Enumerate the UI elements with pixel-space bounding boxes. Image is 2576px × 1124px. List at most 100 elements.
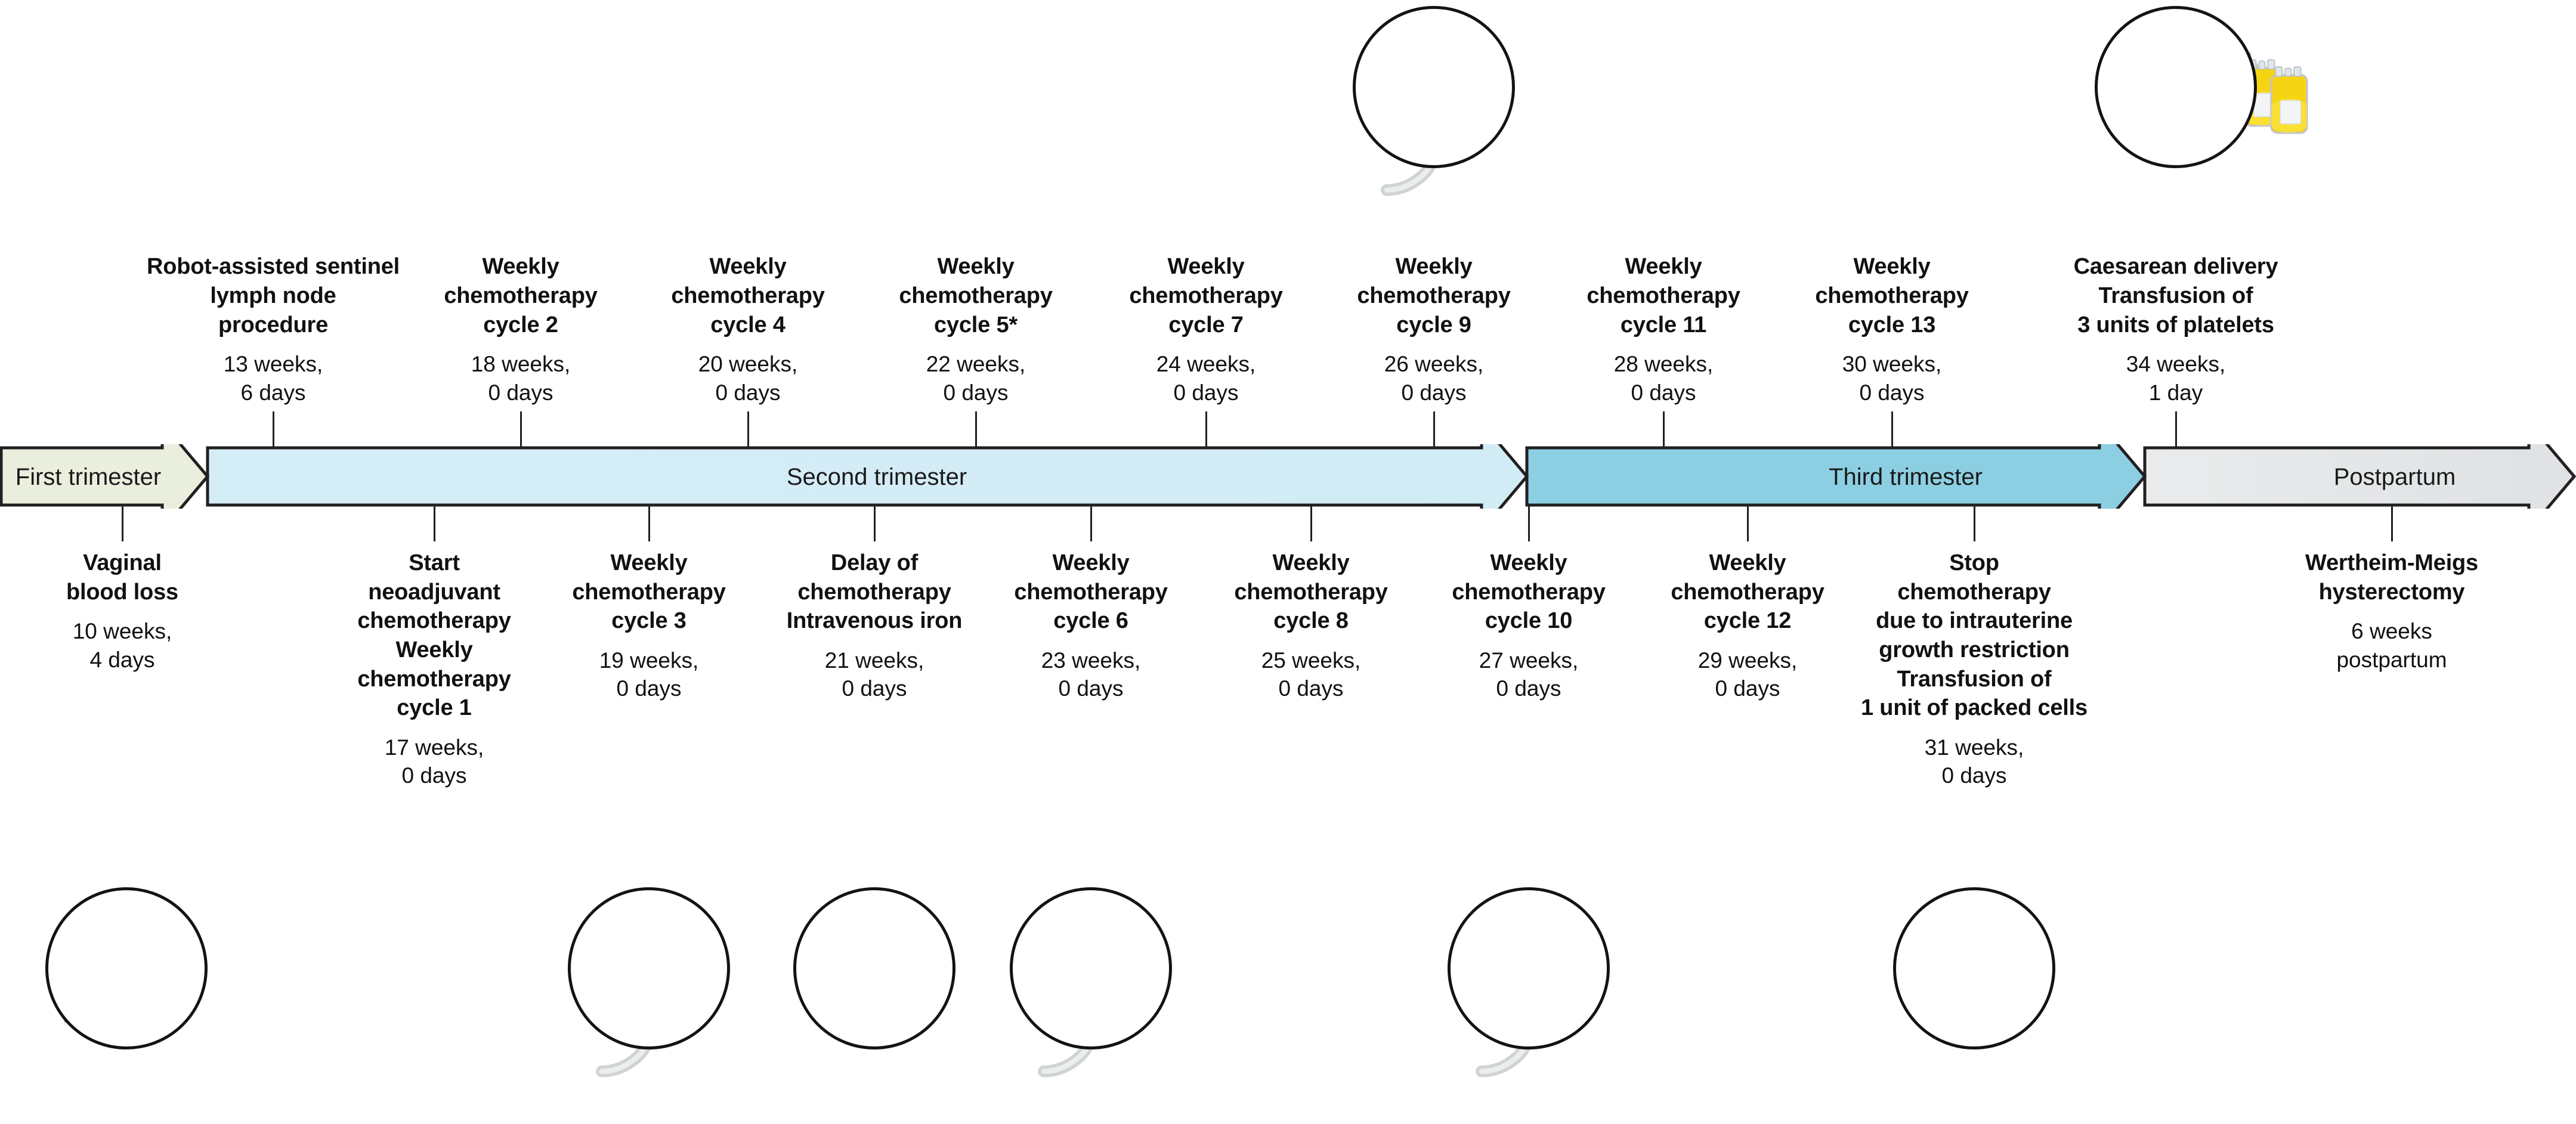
event-title-line: Start [409, 550, 460, 575]
tick-mark-down [434, 506, 435, 541]
icon-circle-outline [793, 887, 955, 1049]
event-title-line: Weekly [1625, 254, 1702, 280]
tick-mark-up [2175, 411, 2177, 447]
event-title-line: 3 units of platelets [2077, 312, 2274, 337]
event-date: 24 weeks,0 days [1069, 350, 1343, 407]
event-title-line: Weekly [1272, 550, 1350, 575]
event-date: 23 weeks, 0 days [954, 646, 1228, 703]
event-date-line: 34 weeks, [2126, 352, 2226, 377]
icon-circle-outline [1448, 887, 1610, 1049]
segment-label-first-trimester: First trimester [16, 464, 161, 490]
tick-mark-down [648, 506, 650, 541]
event-title-line: Delay of [830, 550, 919, 575]
event-title-line: Weekly [395, 637, 473, 662]
event-date-line: postpartum [2336, 647, 2447, 672]
event-date-line: 22 weeks, [926, 352, 1026, 377]
event-date-line: 0 days [1631, 380, 1696, 405]
event-date-line: 20 weeks, [698, 352, 798, 377]
event-title-line: Weekly [1490, 550, 1567, 575]
event-title-line: cycle 6 [1053, 608, 1128, 634]
event-date-line: 0 days [616, 676, 682, 701]
event-title-line: Weekly [1052, 550, 1130, 575]
segment-label-third-trimester: Third trimester [1829, 464, 1983, 490]
event-date-line: 0 days [1058, 676, 1124, 701]
tick-mark-up [1663, 411, 1665, 447]
event-title-line: cycle 9 [1396, 312, 1471, 337]
event-date: 19 weeks, 0 days [512, 646, 786, 703]
event-date-line: 0 days [715, 380, 781, 405]
event-date-line: 30 weeks, [1842, 352, 1942, 377]
event-title-line: cycle 8 [1273, 608, 1349, 634]
event-date: 34 weeks,1 day [2039, 350, 2313, 407]
tick-mark-down [1310, 506, 1312, 541]
tick-mark-up [1891, 411, 1893, 447]
event-date-line: 0 days [1278, 676, 1344, 701]
tick-mark-up [747, 411, 749, 447]
event-title-line: chemotherapy [797, 579, 951, 605]
event-date: 29 weeks,0 days [1610, 646, 1885, 703]
icon-circle-outline [1353, 6, 1515, 168]
event-title-line: cycle 13 [1848, 312, 1936, 337]
event-title-line: chemotherapy [444, 283, 598, 309]
tick-mark-up [273, 411, 274, 447]
event-date: 31 weeks,0 days [1837, 733, 2111, 790]
event-date: 22 weeks,0 days [839, 350, 1113, 407]
clinical-timeline-figure: First trimester Second trimester Third t… [0, 6, 2576, 1077]
event-date: 28 weeks,0 days [1526, 350, 1801, 407]
event-date-line: 6 days [240, 380, 306, 405]
event-date-line: 19 weeks, [599, 648, 699, 673]
ultrasound-probe-icon [568, 887, 730, 1077]
ultrasound-probe-icon [1010, 887, 1172, 1077]
icon-circle-outline [1010, 887, 1172, 1049]
ultrasound-probe-icon [1448, 887, 1610, 1077]
event-date-line: 0 days [488, 380, 553, 405]
event-date-line: 13 weeks, [223, 352, 323, 377]
event-title-line: chemotherapy [1587, 283, 1740, 309]
event-title-line: growth restriction [1879, 637, 2070, 662]
ultrasound-probe-icon [1353, 6, 1515, 196]
blood-transfusion-icon [1893, 887, 2055, 1049]
tick-mark-up [520, 411, 522, 447]
event-title-line: Weekly [1853, 254, 1931, 280]
event-title: Weekly chemotherapy cycle 8 [1174, 549, 1448, 636]
event-title-line: Stop [1949, 550, 1999, 575]
mri-platelets-icon [2095, 6, 2308, 168]
event-title-line: Intravenous iron [786, 608, 963, 634]
event-chemo-cycle-8: Weekly chemotherapy cycle 8 25 weeks, 0 days [1174, 549, 1448, 703]
event-date-line: 23 weeks, [1041, 648, 1141, 673]
event-date-line: 25 weeks, [1261, 648, 1361, 673]
event-date: 25 weeks, 0 days [1174, 646, 1448, 703]
icon-circle-outline [568, 887, 730, 1049]
event-date-line: 6 weeks [2351, 619, 2432, 644]
event-title-line: procedure [218, 312, 329, 337]
event-title-line: Caesarean delivery [2073, 254, 2278, 280]
event-title-line: cycle 12 [1703, 608, 1792, 634]
tick-mark-down [2391, 506, 2393, 541]
event-date-line: 17 weeks, [384, 735, 484, 760]
event-title-line: Weekly [937, 254, 1015, 280]
event-date: 13 weeks, 6 days [136, 350, 410, 407]
event-date: 18 weeks,0 days [384, 350, 658, 407]
iv-infusion-icon [793, 887, 955, 1049]
event-title-line: chemotherapy [1234, 579, 1388, 605]
event-title-line: Wertheim-Meigs [2305, 550, 2478, 575]
event-title-line: Weekly [709, 254, 787, 280]
